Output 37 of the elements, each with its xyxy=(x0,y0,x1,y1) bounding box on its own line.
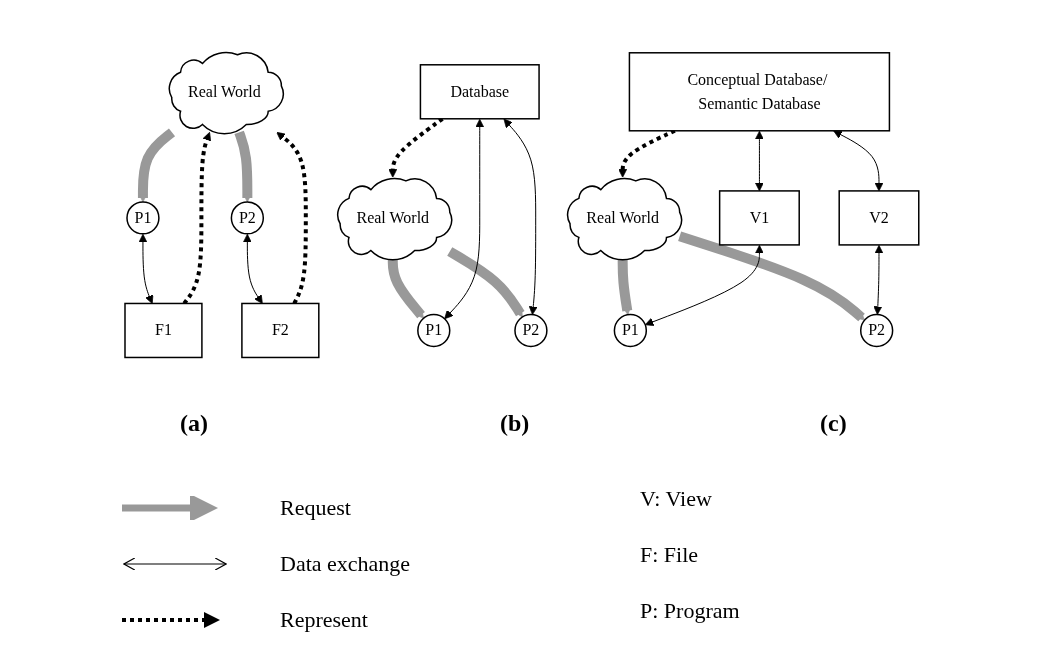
arrow xyxy=(618,129,676,178)
arrow xyxy=(388,117,444,178)
node-box: V2 xyxy=(838,190,920,246)
key-text: P: Program xyxy=(640,598,740,624)
arrow xyxy=(138,233,154,304)
node-box: F2 xyxy=(241,302,320,359)
arrow xyxy=(833,130,884,192)
arrow xyxy=(234,130,253,203)
arrow xyxy=(503,118,538,315)
arrow xyxy=(276,131,308,305)
arrow xyxy=(447,247,525,318)
node-circle: P2 xyxy=(514,313,548,348)
panel-label: (c) xyxy=(820,410,847,437)
node-box: Database xyxy=(419,64,540,120)
key-text: V: View xyxy=(640,486,712,512)
node-box: Conceptual Database/ Semantic Database xyxy=(628,52,891,132)
arrow xyxy=(873,244,884,315)
arrow xyxy=(182,131,212,305)
arrow xyxy=(678,231,866,322)
arrow xyxy=(138,128,176,203)
legend-text: Represent xyxy=(280,607,368,633)
arrow xyxy=(444,118,485,320)
node-circle: P2 xyxy=(860,313,894,348)
node-circle: P1 xyxy=(417,313,451,348)
node-box: V1 xyxy=(719,190,801,246)
arrow xyxy=(644,244,764,327)
panel-label: (b) xyxy=(500,410,530,437)
node-box: F1 xyxy=(124,302,203,359)
panel-label: (a) xyxy=(180,410,208,437)
node-circle: P2 xyxy=(230,201,265,235)
legend-text: Request xyxy=(280,495,351,521)
key-text: F: File xyxy=(640,542,699,568)
node-circle: P1 xyxy=(126,201,160,235)
legend-text: Data exchange xyxy=(280,551,411,577)
arrow xyxy=(243,233,263,304)
node-circle: P1 xyxy=(613,313,648,348)
arrow xyxy=(755,130,764,192)
